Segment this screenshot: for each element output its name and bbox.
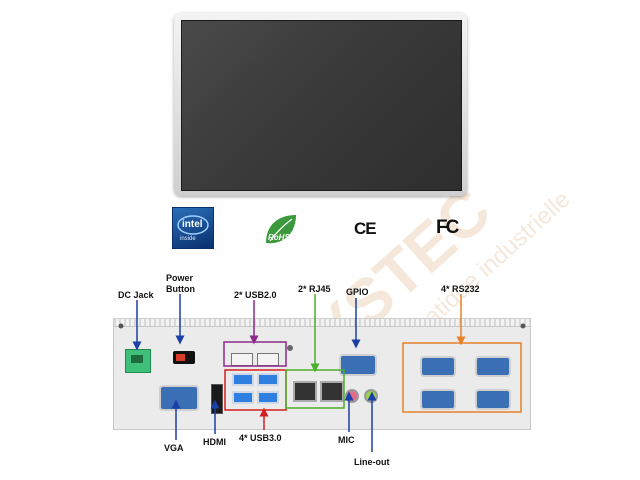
intel-logo: intel inside (173, 208, 213, 248)
chassis-screw-left (118, 323, 124, 329)
usb3-highlight-box (224, 369, 287, 411)
usb2-highlight-box (223, 341, 287, 367)
usb3-port-1 (232, 373, 254, 386)
mic-label: MIC (338, 435, 355, 445)
rohs-logo: RoHS (262, 211, 300, 249)
usb3-label: 4* USB3.0 (239, 433, 282, 443)
intel-brand-text: intel (182, 219, 203, 230)
hdmi-label: HDMI (203, 437, 226, 447)
dc-jack-pins (131, 355, 143, 363)
gpio-port (339, 354, 377, 376)
rj45-port-2 (320, 381, 344, 402)
rs232-port-4 (475, 389, 511, 410)
intel-tagline-text: inside (180, 236, 196, 242)
rohs-text: RoHS (268, 233, 290, 242)
chassis-screw-mid (287, 345, 293, 351)
display-screen (181, 20, 462, 191)
rj45-highlight-box (285, 369, 345, 409)
power-button (176, 354, 185, 361)
gpio-label: GPIO (346, 287, 369, 297)
dc-jack-label: DC Jack (118, 290, 154, 300)
rs232-highlight-box (402, 342, 522, 413)
rohs-leaf-icon (266, 215, 296, 244)
vga-label: VGA (164, 443, 184, 453)
vga-port (159, 385, 199, 411)
power-button-label-line1: Power (166, 273, 194, 283)
chassis-screw-right (520, 323, 526, 329)
fcc-mark: FC (436, 217, 459, 238)
rj45-port-1 (293, 381, 317, 402)
usb3-port-3 (232, 391, 254, 404)
rs232-port-3 (420, 389, 456, 410)
usb3-port-2 (257, 373, 279, 386)
usb2-label: 2* USB2.0 (234, 290, 277, 300)
power-button-label-line2: Button (166, 284, 195, 294)
intel-swirl-icon (177, 215, 209, 235)
line-out-label: Line-out (354, 457, 390, 467)
ce-mark: CE (354, 219, 377, 238)
rj45-label: 2* RJ45 (298, 284, 331, 294)
panel-pc-monitor (174, 13, 467, 196)
rs232-port-2 (475, 356, 511, 377)
rs232-label: 4* RS232 (441, 284, 480, 294)
rs232-port-1 (420, 356, 456, 377)
usb3-port-4 (257, 391, 279, 404)
